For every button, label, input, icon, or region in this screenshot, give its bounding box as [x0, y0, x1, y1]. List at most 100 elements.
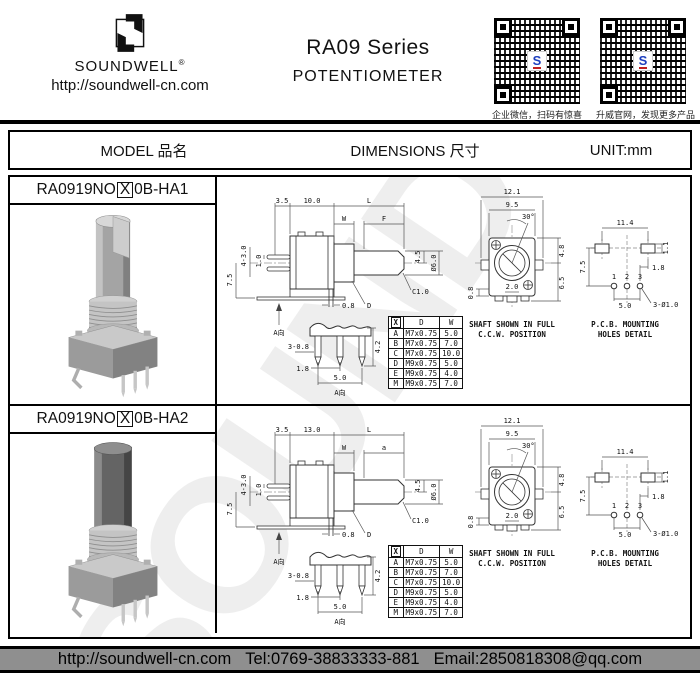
registered-mark: ® [178, 58, 186, 67]
dim-label: 0.8 [467, 287, 475, 300]
dim-label: 1.1 [662, 242, 670, 255]
spec-header-d: D [402, 545, 441, 558]
pcb-caption: P.C.B. MOUNTING [591, 320, 659, 329]
column-header-dimensions: DIMENSIONS 尺寸 [350, 142, 480, 160]
spec-header-w: W [439, 545, 464, 558]
dim-label: 1.8 [652, 493, 665, 501]
potentiometer-photo-ha1 [67, 214, 158, 397]
dim-label: 5.0 [619, 531, 632, 539]
footer-email: Email:2850818308@qq.com [433, 650, 643, 668]
model-prefix: RA0919NO [36, 181, 116, 198]
dim-label: 6.5 [558, 277, 566, 290]
dim-label: 12.1 [504, 417, 521, 425]
dim-label: W [342, 215, 347, 223]
pin-number: 1 [612, 502, 616, 510]
dim-label: 3-Ø1.0 [653, 530, 678, 538]
dim-label: 5.0 [619, 302, 632, 310]
dim-label: F [382, 215, 386, 223]
qr-block: S 企业微信，扫码有惊喜 S 升威官网，发现更多产品 [490, 10, 696, 121]
dim-label: 2.0 [506, 512, 519, 520]
qr-wechat: S 企业微信，扫码有惊喜 [490, 18, 584, 121]
front-view-caption: SHAFT SHOWN IN FULL [469, 549, 555, 558]
dim-label: 3-0.8 [288, 572, 309, 580]
dim-label: 0.8 [467, 516, 475, 529]
pin-number: 2 [625, 273, 629, 281]
dim-label: 9.5 [506, 201, 519, 209]
technical-drawing: 3.5 10.0 L W F 4-3.0 1.0 7.5 4.5 Ø [226, 188, 678, 397]
dim-label: W [342, 444, 347, 452]
dim-label: Ø6.0 [430, 255, 438, 272]
dim-label: 0.8 [342, 302, 355, 310]
dim-label: 7.5 [226, 274, 234, 287]
dim-label: 1.8 [296, 365, 309, 373]
brand-url[interactable]: http://soundwell-cn.com [51, 77, 209, 94]
dim-label: 10.0 [304, 197, 321, 205]
qr-caption: 企业微信，扫码有惊喜 [491, 110, 582, 120]
qr-caption: 升威官网，发现更多产品 [596, 110, 696, 120]
dim-label: D [367, 531, 371, 539]
qr-code-icon: S [600, 18, 686, 104]
pcb-caption: P.C.B. MOUNTING [591, 549, 659, 558]
page-header: SOUNDWELL® http://soundwell-cn.com RA09 … [0, 0, 700, 120]
column-header-model: MODEL 品名 [100, 142, 188, 160]
potentiometer-photo-ha2 [67, 441, 158, 626]
pcb-holes-drawing: 11.4 1.1 7.5 1 2 3 1.8 5.0 3-Ø1.0 [579, 448, 678, 568]
pin-detail-drawing: 3-0.8 1.8 4.2 5.0 A向 [288, 551, 382, 626]
dim-label: 30° [522, 442, 535, 450]
dim-label: 4-3.0 [240, 474, 248, 495]
terminal-pins [121, 366, 149, 392]
view-direction-label: A向 [334, 388, 345, 397]
dim-label: L [367, 197, 371, 205]
terminal-pins [121, 595, 149, 621]
dim-label: 12.1 [504, 188, 521, 196]
model-prefix: RA0919NO [36, 410, 116, 427]
spec-header-code: X [391, 546, 401, 557]
qr-code-icon: S [494, 18, 580, 104]
dim-label: 7.5 [226, 503, 234, 516]
dim-label: 4.8 [558, 474, 566, 487]
footer-site[interactable]: http://soundwell-cn.com [57, 650, 232, 668]
dim-label: 2.0 [506, 283, 519, 291]
soundwell-logo-icon [115, 14, 145, 52]
dim-label: 5.0 [334, 603, 347, 611]
series-title: RA09 Series [306, 36, 430, 59]
dim-label: 30° [522, 213, 535, 221]
technical-drawing: 3.5 13.0 L W a 4-3.0 1.0 7.5 4.5 Ø [226, 417, 678, 626]
dim-label: 4.2 [374, 570, 382, 583]
pcb-holes-drawing: 11.4 1.1 7.5 1 2 3 1.8 5.0 3-Ø1.0 [579, 219, 678, 339]
spec-header-w: W [439, 316, 464, 329]
dimension-drawings: 3.5 10.0 L W F 4-3.0 1.0 7.5 4.5 Ø [217, 177, 690, 404]
title-block: RA09 Series POTENTIOMETER [246, 10, 490, 86]
dim-label: D [367, 302, 371, 310]
dim-label: 0.8 [342, 531, 355, 539]
dim-label: 9.5 [506, 430, 519, 438]
dim-label: 3-0.8 [288, 343, 309, 351]
pcb-caption: HOLES DETAIL [598, 330, 653, 339]
model-code-box: X [116, 182, 134, 198]
spec-header-code: X [391, 317, 401, 328]
footer-bar: http://soundwell-cn.com Tel:0769-3883333… [0, 646, 700, 673]
dim-label: 3-Ø1.0 [653, 301, 678, 309]
front-view-drawing: 30° 12.1 9.5 4.8 6.5 0.8 2.0 SHA [467, 417, 566, 568]
view-direction-label: A向 [273, 557, 284, 566]
dim-label: 1.0 [255, 484, 263, 497]
qr-website: S 升威官网，发现更多产品 [596, 18, 696, 121]
front-view-caption: C.C.W. POSITION [478, 330, 546, 339]
column-header-unit: UNIT:mm [589, 141, 653, 159]
view-direction-label: A向 [273, 328, 284, 337]
side-view-drawing: 3.5 10.0 L W F 4-3.0 1.0 7.5 4.5 Ø [226, 197, 443, 337]
